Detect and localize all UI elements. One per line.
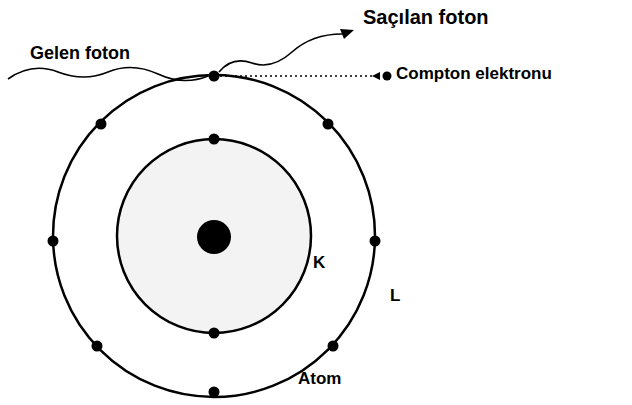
compton-electron-label: Compton elektronu: [396, 65, 552, 84]
nucleus: [197, 220, 231, 254]
electron-path: [220, 75, 378, 77]
scattered-photon: [219, 34, 342, 72]
l-shell: [53, 75, 375, 397]
compton-electron: [383, 72, 392, 81]
electrons: [48, 119, 381, 398]
shell-label: L: [390, 287, 400, 306]
k-shell: [117, 139, 311, 333]
incoming-photon-label: Gelen foton: [30, 44, 130, 64]
electron: [209, 71, 220, 82]
arrowhead: [372, 72, 380, 80]
arrowhead: [340, 29, 354, 39]
shell-label: K: [313, 254, 325, 273]
scattered-photon-label: Saçılan foton: [363, 6, 489, 28]
atom-label: Atom: [298, 370, 341, 389]
incoming-photon: [8, 67, 208, 80]
